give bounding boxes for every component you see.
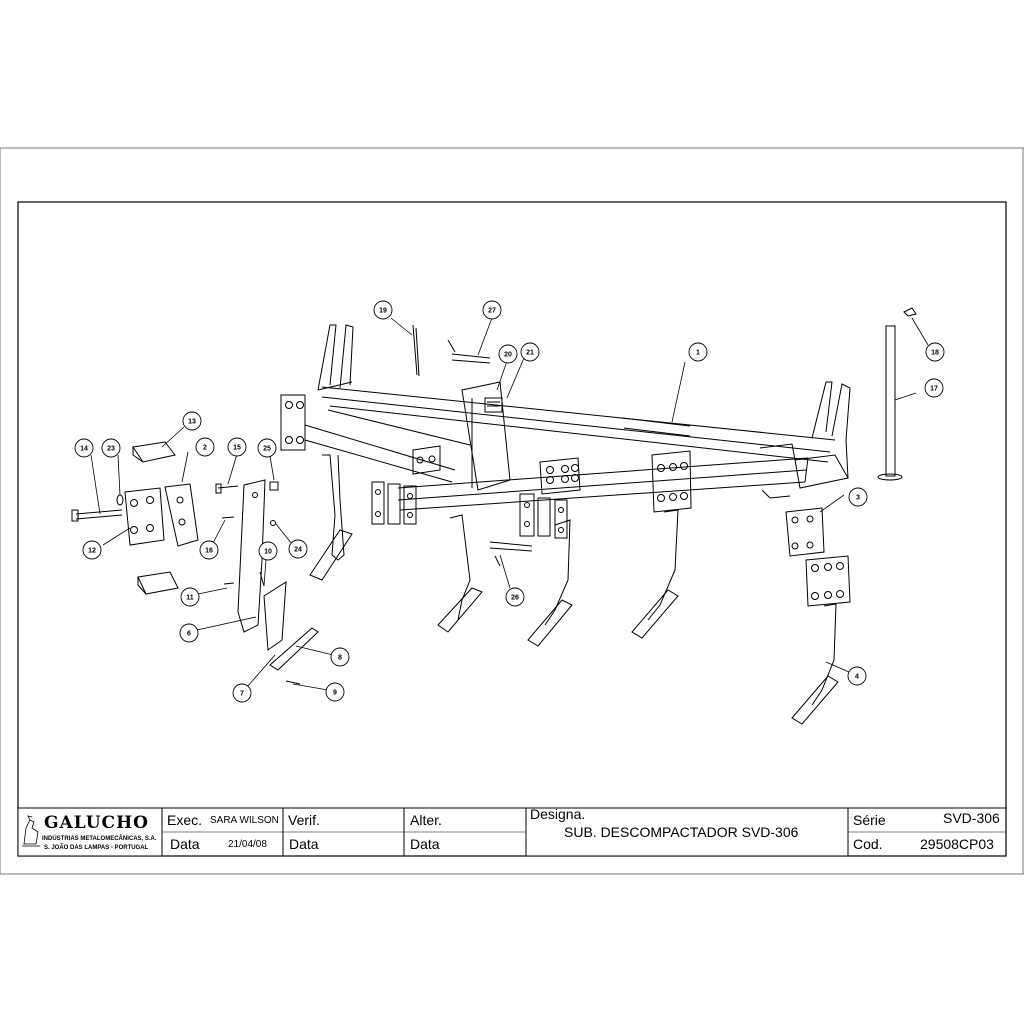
callout-4: 4 [847, 666, 867, 686]
callout-12: 12 [82, 540, 102, 560]
callout-13: 13 [182, 411, 202, 431]
callout-number: 1 [696, 350, 700, 357]
callout-number: 9 [333, 690, 337, 697]
callout-16: 16 [199, 540, 219, 560]
callout-number: 4 [855, 674, 859, 681]
callout-2: 2 [195, 437, 215, 457]
callout-7: 7 [232, 683, 252, 703]
callout-23: 23 [101, 438, 121, 458]
callout-6: 6 [179, 623, 199, 643]
callout-21: 21 [520, 342, 540, 362]
callout-9: 9 [325, 682, 345, 702]
callout-number: 3 [856, 495, 860, 502]
callout-14: 14 [74, 438, 94, 458]
callout-number: 19 [379, 308, 387, 315]
callout-number: 13 [188, 419, 196, 426]
exec-value: SARA WILSON [210, 815, 279, 826]
main-frame [280, 324, 851, 511]
callout-number: 21 [526, 350, 534, 357]
callout-17: 17 [924, 378, 944, 398]
verif-data-label: Data [289, 836, 319, 852]
callout-number: 14 [80, 446, 88, 453]
callout-number: 26 [511, 595, 519, 602]
callout-3: 3 [848, 487, 868, 507]
exploded-shank-right [785, 507, 851, 725]
serie-value: SVD-306 [943, 810, 1000, 826]
galucho-logo [22, 815, 40, 847]
company-line1: INDÚSTRIAS METALOMECÂNICAS, S.A. [42, 836, 157, 842]
leader-lines [90, 317, 929, 691]
designa-value: SUB. DESCOMPACTADOR SVD-306 [564, 824, 799, 840]
callout-10: 10 [258, 541, 278, 561]
callout-15: 15 [227, 437, 247, 457]
callout-8: 8 [330, 647, 350, 667]
mounted-shanks [309, 450, 692, 647]
exec-label: Exec. [167, 812, 203, 828]
company-name: GALUCHO [44, 813, 149, 833]
exploded-parts-left [71, 307, 917, 685]
data-label: Data [170, 836, 200, 852]
callout-number: 12 [88, 548, 96, 555]
callout-24: 24 [288, 539, 308, 559]
callout-20: 20 [498, 344, 518, 364]
callout-27: 27 [482, 300, 502, 320]
callout-number: 25 [263, 446, 271, 453]
serie-label: Série [853, 812, 886, 828]
callout-18: 18 [925, 342, 945, 362]
company-line2: S. JOÃO DAS LAMPAS - PORTUGAL [44, 845, 149, 851]
callout-11: 11 [180, 587, 200, 607]
callout-number: 24 [294, 547, 302, 554]
callout-number: 17 [930, 386, 938, 393]
callout-number: 2 [203, 445, 207, 452]
callout-number: 18 [931, 350, 939, 357]
callout-number: 15 [233, 445, 241, 452]
callout-1: 1 [688, 342, 708, 362]
data-value: 21/04/08 [228, 839, 267, 850]
callout-number: 7 [240, 691, 244, 698]
callout-number: 8 [338, 655, 342, 662]
alter-data-label: Data [410, 836, 440, 852]
cod-value: 29508CP03 [920, 836, 994, 852]
designa-label: Designa. [530, 806, 586, 822]
callout-number: 20 [504, 352, 512, 359]
callout-number: 11 [186, 595, 194, 602]
callout-number: 23 [107, 446, 115, 453]
callout-number: 6 [187, 631, 191, 638]
callout-25: 25 [257, 438, 277, 458]
callout-number: 16 [205, 548, 213, 555]
alter-label: Alter. [410, 812, 442, 828]
cod-label: Cod. [853, 836, 883, 852]
callout-number: 27 [488, 308, 496, 315]
callout-19: 19 [373, 300, 393, 320]
callout-number: 10 [264, 549, 272, 556]
callout-26: 26 [505, 587, 525, 607]
verif-label: Verif. [288, 812, 320, 828]
